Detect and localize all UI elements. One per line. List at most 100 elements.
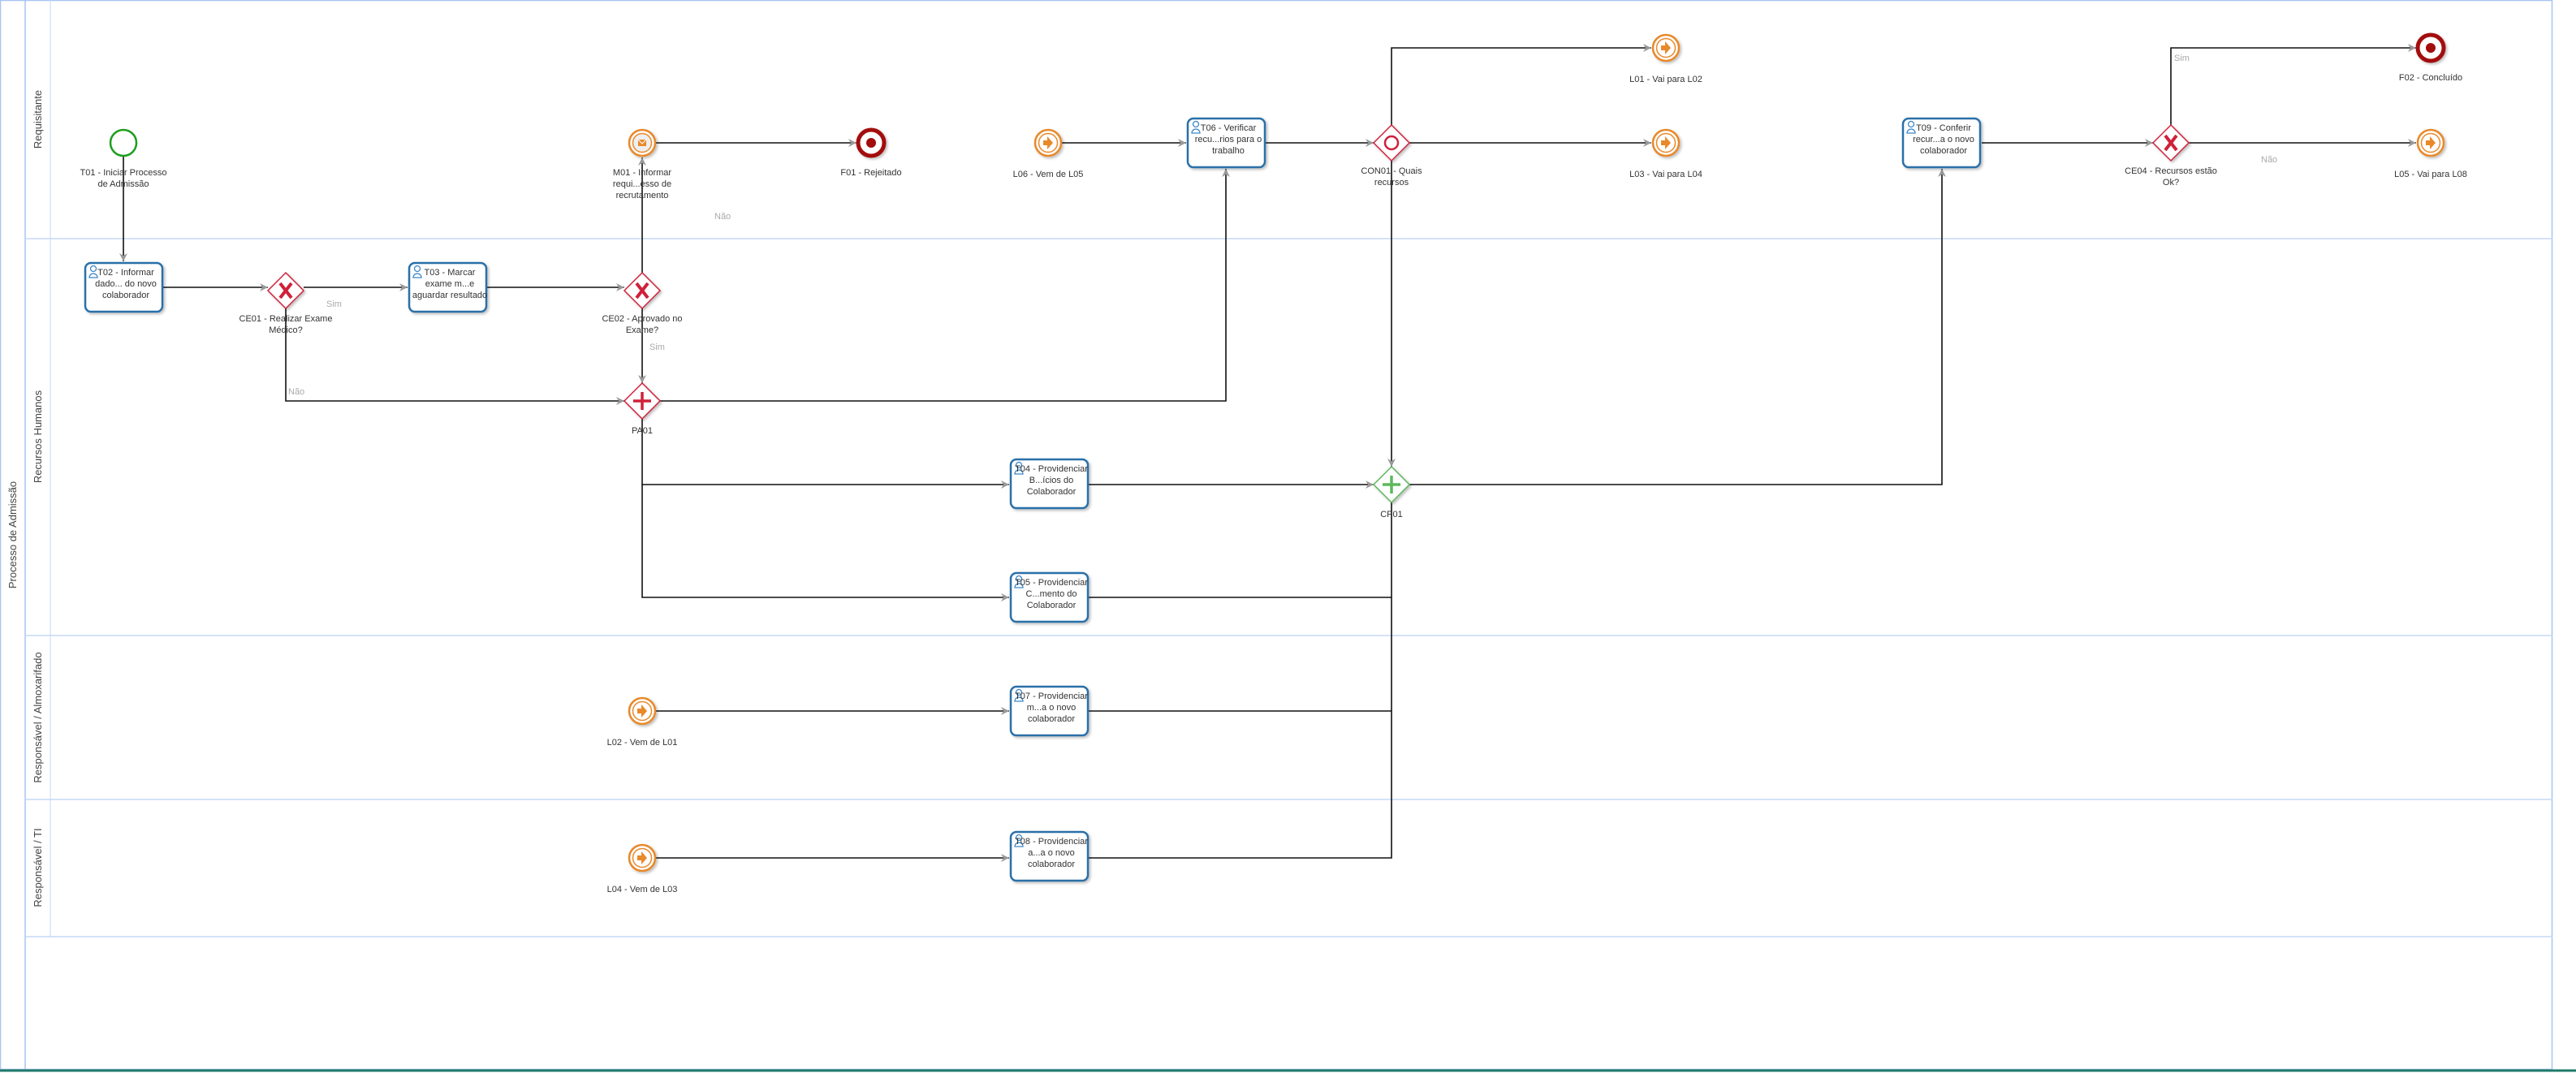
pa01-gateway[interactable]: PA01	[623, 381, 662, 436]
user-task-icon	[1014, 688, 1024, 702]
pa01-label: PA01	[632, 426, 653, 436]
f02-end-event[interactable]: F02 - Concluído	[2399, 32, 2462, 83]
sequence-flow[interactable]	[1391, 44, 1651, 125]
l03-label: L03 - Vai para L04	[1629, 170, 1702, 179]
f01-end-event[interactable]: F01 - Rejeitado	[840, 127, 902, 178]
sequence-flow[interactable]	[641, 485, 1009, 601]
sequence-flow[interactable]	[660, 169, 1230, 402]
label-line: Exame?	[626, 325, 658, 335]
user-task-icon	[1014, 575, 1024, 588]
label-line: T08 - Providenciar	[1015, 837, 1088, 847]
flow-label-ce01-nao: Não	[288, 387, 304, 397]
label-line: PA01	[632, 426, 653, 436]
l05-link-event[interactable]: L05 - Vai para L08	[2394, 128, 2467, 179]
task-box	[408, 261, 488, 313]
sequence-flow[interactable]	[285, 308, 624, 405]
label-line: Médico?	[269, 325, 303, 335]
label-line: L04 - Vem de L03	[607, 885, 678, 894]
label-line: a...a o novo	[1028, 848, 1075, 858]
sequence-flow[interactable]	[1088, 597, 1392, 859]
flow-label-ce02-nao: Não	[714, 212, 731, 222]
con01-gateway[interactable]: CON01 - Quais recursos	[1361, 123, 1422, 187]
con01-label: CON01 - Quais recursos	[1361, 166, 1422, 187]
label-line: aguardar resultado	[412, 291, 487, 300]
label-line: colaborador	[1028, 714, 1075, 724]
label-line: recrutamento	[616, 191, 669, 200]
label-line: recu...rios para o	[1195, 135, 1262, 144]
cp01-gateway[interactable]: CP01	[1372, 465, 1411, 519]
l03-link-event[interactable]: L03 - Vai para L04	[1629, 128, 1702, 179]
label-line: requi...esso de	[613, 179, 671, 189]
label-line: C...mento do	[1026, 589, 1077, 599]
label-line: CE01 - Realizar Exame	[239, 314, 333, 324]
user-task-icon	[412, 265, 422, 278]
label-line: exame m...e	[425, 279, 475, 289]
user-task-icon	[88, 265, 98, 278]
task-box	[84, 261, 164, 313]
user-task-icon	[1014, 834, 1024, 847]
l02-label: L02 - Vem de L01	[607, 738, 678, 748]
pool-title: Processo de Admissão	[6, 481, 19, 588]
label-line: T01 - Iniciar Processo	[80, 168, 167, 178]
label-line: T03 - Marcar	[425, 268, 476, 278]
label-line: colaborador	[1028, 860, 1075, 869]
label-line: dado... do novo	[95, 279, 157, 289]
sequence-flows	[119, 44, 2416, 862]
label-line: recur...a o novo	[1913, 135, 1974, 144]
user-task-icon	[1014, 461, 1024, 475]
l01-label: L01 - Vai para L02	[1629, 75, 1702, 84]
user-task-icon	[1191, 120, 1201, 134]
label-line: colaborador	[1920, 146, 1967, 156]
lane-title-recursos-humanos: Recursos Humanos	[32, 390, 44, 483]
sequence-flow[interactable]	[1409, 169, 1946, 485]
label-line: m...a o novo	[1027, 703, 1077, 713]
label-line: T07 - Providenciar	[1015, 692, 1088, 701]
flow-label-ce04-sim: Sim	[2174, 54, 2190, 63]
label-line: L01 - Vai para L02	[1629, 75, 1702, 84]
lane-title-ti: Responsável / TI	[32, 828, 44, 907]
label-line: L06 - Vem de L05	[1013, 170, 1084, 179]
task-box	[1009, 571, 1090, 623]
task-box	[1009, 685, 1090, 737]
l04-link-event[interactable]: L04 - Vem de L03	[607, 843, 678, 894]
label-line: recursos	[1374, 178, 1409, 187]
l02-link-event[interactable]: L02 - Vem de L01	[607, 696, 678, 748]
gateway-diamond-icon	[1372, 123, 1411, 162]
cp01-label: CP01	[1380, 510, 1403, 519]
label-line: de Admissão	[98, 179, 149, 189]
l06-link-event[interactable]: L06 - Vem de L05	[1013, 128, 1084, 179]
label-line: CON01 - Quais	[1361, 166, 1422, 176]
label-line: T06 - Verificar	[1201, 123, 1257, 133]
l06-label: L06 - Vem de L05	[1013, 170, 1084, 179]
flow-labels: Sim Não Não Sim Sim Não	[288, 54, 2277, 397]
user-task-icon	[1906, 120, 1916, 134]
sequence-flow[interactable]	[2170, 44, 2416, 125]
l01-link-event[interactable]: L01 - Vai para L02	[1629, 33, 1702, 84]
start-circle-icon	[109, 128, 138, 157]
